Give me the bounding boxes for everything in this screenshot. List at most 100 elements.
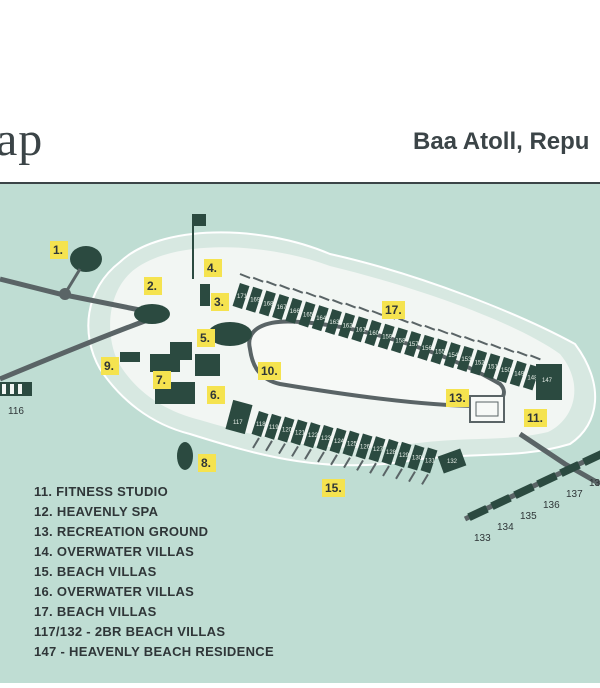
marker-label: 13.	[449, 391, 466, 405]
marker-9[interactable]: 9.	[101, 357, 119, 375]
villa-167[interactable]: 167	[272, 284, 290, 321]
villa-label: 124	[334, 439, 345, 445]
marker-7[interactable]: 7.	[153, 371, 171, 389]
legend-item: 14. OVERWATER VILLAS	[34, 544, 195, 559]
villa-118[interactable]: 118	[251, 411, 269, 449]
islet-1	[70, 246, 102, 272]
villa-166[interactable]: 166	[285, 287, 304, 324]
marker-4[interactable]: 4.	[204, 259, 222, 277]
villa-label: 163	[329, 320, 340, 326]
villa-150[interactable]: 150	[496, 347, 515, 383]
villa-156[interactable]: 156	[417, 324, 436, 361]
villa-147-label: 147	[542, 378, 553, 384]
marker-label: 7.	[156, 373, 166, 387]
villa-128[interactable]: 128	[381, 439, 399, 477]
jetty-right	[518, 431, 600, 487]
villa-153[interactable]: 153	[456, 335, 475, 372]
villa-label: 171	[237, 294, 248, 300]
villa-label: 154	[448, 353, 459, 359]
villa-label: 118	[256, 422, 266, 428]
villa-label: 156	[422, 346, 433, 352]
villa-165[interactable]: 165	[298, 291, 317, 328]
villa-160[interactable]: 160	[364, 310, 383, 346]
marker-17[interactable]: 17.	[382, 301, 405, 319]
marker-label: 4.	[207, 261, 217, 275]
villa-label: 126	[360, 444, 371, 450]
villa-label: 123	[321, 436, 332, 442]
villa-129[interactable]: 129	[394, 441, 412, 480]
marker-15[interactable]: 15.	[322, 479, 345, 497]
villa-126[interactable]: 126	[355, 433, 373, 471]
legend-item: 15. BEACH VILLAS	[34, 564, 157, 579]
villa-label: 155	[435, 350, 446, 356]
header: ap Baa Atoll, Repu	[0, 0, 600, 183]
villa-label: 119	[269, 425, 279, 431]
overwater-villa-134[interactable]: 134	[490, 494, 514, 533]
map-canvas: 116 171169168167166165164163162161160159…	[0, 214, 600, 544]
marker-10[interactable]: 10.	[258, 362, 281, 380]
legend-item: 11. FITNESS STUDIO	[34, 484, 168, 499]
villa-131[interactable]: 131	[420, 447, 438, 485]
marker-3[interactable]: 3.	[211, 293, 229, 311]
villa-151[interactable]: 151	[483, 343, 502, 380]
villa-157[interactable]: 157	[404, 321, 422, 358]
villa-label: 13	[589, 478, 600, 489]
villa-label: 159	[382, 335, 393, 341]
villa-164[interactable]: 164	[311, 295, 330, 332]
villa-125[interactable]: 125	[342, 430, 360, 469]
map-title-fragment: ap	[0, 113, 44, 166]
villa-label: 149	[514, 372, 525, 378]
marker-8[interactable]: 8.	[198, 454, 216, 472]
villa-label: 165	[303, 313, 314, 319]
villa-130[interactable]: 130	[407, 444, 425, 483]
villa-149[interactable]: 149	[509, 350, 528, 387]
villa-label: 136	[543, 500, 560, 511]
villa-127[interactable]: 127	[368, 436, 386, 474]
villa-148[interactable]: 148	[522, 354, 541, 391]
overwater-villa-13[interactable]: 13	[582, 450, 600, 489]
marker-11[interactable]: 11.	[524, 409, 547, 427]
overwater-villa-135[interactable]: 135	[513, 483, 537, 522]
villa-label: 161	[356, 327, 367, 333]
marker-label: 9.	[104, 359, 114, 373]
marker-5[interactable]: 5.	[197, 329, 215, 347]
legend-item: 16. OVERWATER VILLAS	[34, 584, 195, 599]
villa-152[interactable]: 152	[470, 339, 488, 376]
villa-171[interactable]: 171	[232, 273, 251, 309]
villa-123[interactable]: 123	[316, 425, 334, 463]
beach-villas-top: 1711691681671661651641631621611601591581…	[232, 273, 541, 391]
villa-label: 121	[295, 430, 306, 436]
villa-label: 135	[520, 511, 537, 522]
overwater-villa-137[interactable]: 137	[559, 461, 583, 500]
villa-label: 120	[282, 428, 293, 434]
overwater-villa-133[interactable]: 133	[467, 505, 491, 544]
villa-121[interactable]: 121	[290, 419, 308, 457]
villa-155[interactable]: 155	[430, 328, 449, 365]
marker-2[interactable]: 2.	[144, 277, 162, 295]
villa-163[interactable]: 163	[324, 298, 343, 335]
villa-label: 158	[395, 338, 406, 344]
villa-161[interactable]: 161	[351, 306, 370, 343]
marker-label: 5.	[200, 331, 210, 345]
marker-6[interactable]: 6.	[207, 386, 225, 404]
villa-154[interactable]: 154	[443, 332, 462, 369]
villa-label: 160	[369, 331, 380, 337]
villa-124[interactable]: 124	[329, 427, 347, 466]
overwater-villa-136[interactable]: 136	[536, 472, 560, 511]
villa-label: 152	[475, 361, 486, 367]
villa-168[interactable]: 168	[258, 280, 277, 317]
villa-122[interactable]: 122	[303, 422, 321, 460]
villa-label: 157	[409, 342, 420, 348]
villa-119[interactable]: 119	[264, 413, 282, 452]
villa-120[interactable]: 120	[277, 416, 295, 455]
villa-label: 130	[412, 456, 423, 462]
villa-169[interactable]: 169	[245, 276, 264, 313]
marker-1[interactable]: 1.	[50, 241, 68, 259]
marker-13[interactable]: 13.	[446, 389, 469, 407]
legend-item: 12. HEAVENLY SPA	[34, 504, 159, 519]
villa-162[interactable]: 162	[338, 302, 356, 339]
marker-label: 10.	[261, 364, 278, 378]
villa-158[interactable]: 158	[390, 317, 409, 354]
